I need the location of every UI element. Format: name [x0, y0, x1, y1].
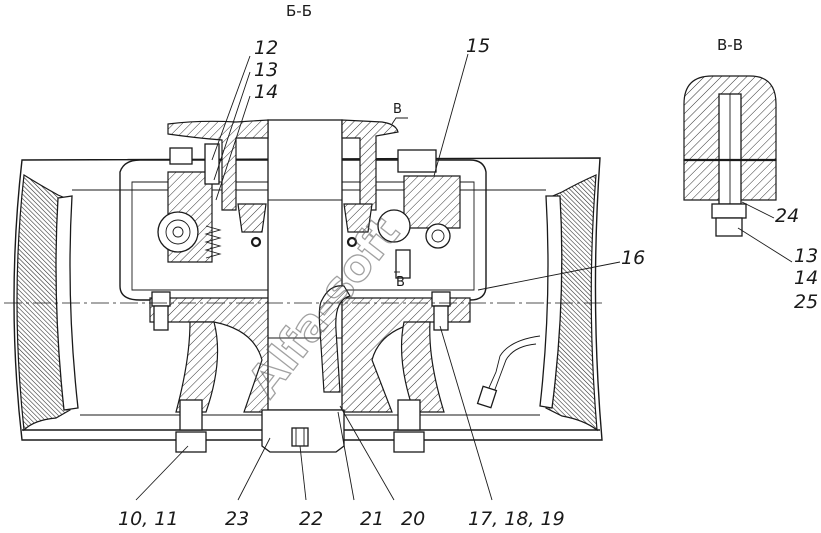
- callout-13: 13: [254, 59, 278, 81]
- left-valve-stem: [204, 143, 220, 185]
- leader-16: [477, 261, 621, 291]
- bolt-left-shank: [153, 305, 169, 331]
- bolt-right-shank: [433, 305, 449, 331]
- section-title-main: Б-Б: [286, 2, 312, 20]
- leader-21: [337, 411, 355, 501]
- leader-15: [433, 53, 469, 177]
- callout-16: 16: [621, 247, 645, 269]
- leader-22: [299, 445, 307, 501]
- seal-ring-left: [250, 236, 262, 248]
- oil-pipe: [487, 335, 541, 391]
- callout-17-18-19: 17, 18, 19: [468, 508, 565, 530]
- pipe-fitting: [476, 385, 498, 409]
- callout-21: 21: [360, 508, 384, 530]
- callout-13-detail: 13: [794, 245, 818, 267]
- section-title-detail: В-В: [717, 36, 743, 54]
- left-cylinder: [157, 211, 199, 253]
- leader-23: [237, 437, 271, 501]
- nut-bottom-left: [175, 431, 207, 453]
- oil-pipe-2: [493, 343, 537, 393]
- leader-24: [741, 201, 775, 219]
- callout-15: 15: [466, 35, 490, 57]
- right-cylinder: [377, 209, 411, 243]
- detail-nut: [711, 203, 747, 219]
- right-nozzle: [395, 249, 411, 279]
- callout-10-11: 10, 11: [118, 508, 178, 530]
- oil-channel: [318, 285, 351, 393]
- bolt-right-upper: [431, 291, 451, 307]
- callout-24: 24: [775, 205, 799, 227]
- right-tire-inner: [539, 195, 563, 409]
- detail-section-view: [683, 75, 777, 237]
- callout-25-detail: 25: [794, 291, 818, 313]
- housing-outline: [119, 159, 487, 301]
- leader-lines: [135, 53, 793, 501]
- cut-marker-top-label: В: [393, 102, 402, 117]
- top-cover-right: [341, 119, 399, 211]
- right-cap: [397, 149, 437, 173]
- hub-left-leg: [175, 321, 219, 413]
- callout-labels: 12 13 14 15 16 17, 18, 19 20 21 22 23 10…: [118, 35, 818, 530]
- leader-12: [211, 55, 251, 161]
- leader-13: [213, 71, 251, 181]
- left-cylinder-core: [172, 226, 184, 238]
- callout-14-detail: 14: [794, 267, 818, 289]
- nut-bottom-right: [393, 431, 425, 453]
- callout-20: 20: [401, 508, 425, 530]
- left-spring: [204, 225, 222, 259]
- left-cylinder-inner: [165, 219, 191, 245]
- leader-20: [339, 405, 395, 501]
- detail-washer: [715, 217, 743, 237]
- bottom-bolts: [175, 399, 425, 453]
- flange-bolts: [151, 291, 451, 331]
- callout-22: 22: [299, 508, 323, 530]
- right-block: [403, 175, 461, 229]
- leader-13-detail: [737, 227, 793, 263]
- callout-23: 23: [225, 508, 249, 530]
- right-valve-ball-inner: [431, 229, 445, 243]
- cut-marker-top: [391, 117, 408, 125]
- leader-14: [215, 95, 251, 201]
- bolt-left-upper: [151, 291, 171, 307]
- seal-ring-right: [346, 236, 358, 248]
- bolt-bottom-left: [179, 399, 203, 431]
- leader-17: [439, 325, 493, 501]
- right-valve-ball: [425, 223, 451, 249]
- bearing-left: [237, 203, 267, 233]
- left-cap: [169, 147, 193, 165]
- outer-rim: [13, 157, 603, 441]
- main-section-view: В В: [4, 102, 606, 453]
- cut-marker-bottom-label: В: [396, 275, 405, 290]
- bearing-right: [343, 203, 373, 233]
- bolt-bottom-right: [397, 399, 421, 431]
- hub-right-leg: [400, 321, 445, 413]
- drain-plug: [291, 427, 309, 447]
- leader-10-11: [135, 445, 189, 501]
- callout-12: 12: [254, 37, 278, 59]
- callout-14: 14: [254, 81, 278, 103]
